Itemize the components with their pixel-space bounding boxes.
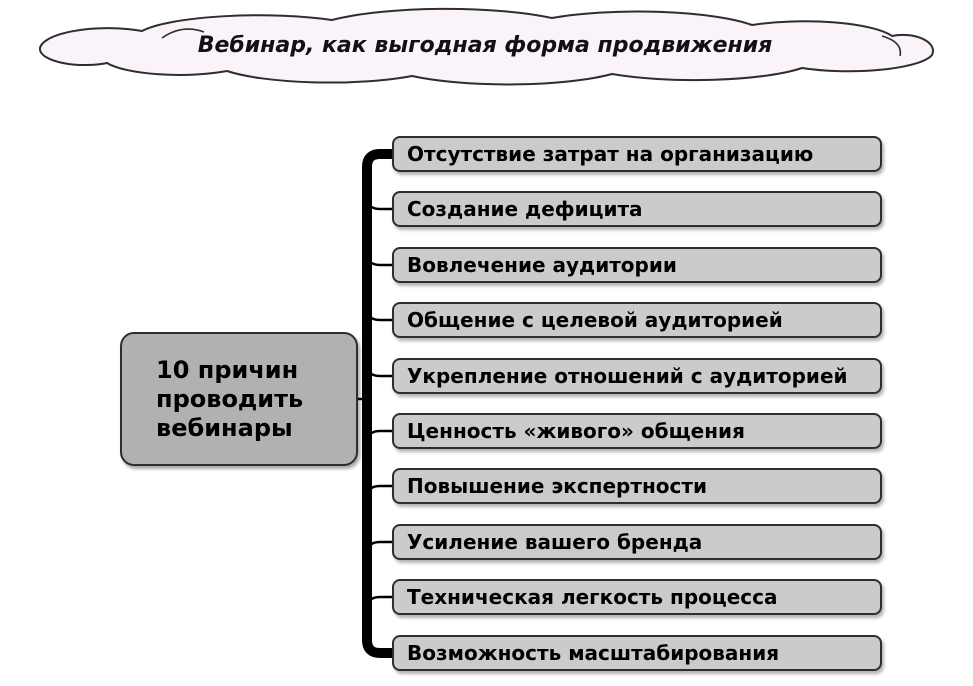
cloud-notch-left xyxy=(161,28,205,39)
cloud-notch-right xyxy=(881,35,902,57)
connector-path xyxy=(365,252,395,267)
branch-node: Отсутствие затрат на организацию xyxy=(392,136,882,172)
connector-path xyxy=(365,196,395,211)
branch-node: Вовлечение аудитории xyxy=(392,247,882,283)
branch-node: Повышение экспертности xyxy=(392,468,882,504)
hub-node: 10 причин проводить вебинары xyxy=(120,332,358,466)
connector-path xyxy=(365,484,395,499)
connector-path xyxy=(362,149,395,658)
branch-node: Создание дефицита xyxy=(392,191,882,227)
diagram-title: Вебинар, как выгодная форма продвижения xyxy=(197,33,773,58)
connector-path xyxy=(365,595,395,610)
branch-node: Усиление вашего бренда xyxy=(392,524,882,560)
branch-node: Общение с целевой аудиторией xyxy=(392,302,882,338)
branch-node: Техническая легкость процесса xyxy=(392,579,882,615)
connector-path xyxy=(365,363,395,378)
hub-label: 10 причин проводить вебинары xyxy=(156,355,304,442)
connector-path xyxy=(365,540,395,555)
cloud-shape xyxy=(38,7,934,86)
connector-path xyxy=(365,307,395,322)
connector-path xyxy=(365,429,395,444)
branch-node: Возможность масштабирования xyxy=(392,635,882,671)
branch-node: Ценность «живого» общения xyxy=(392,413,882,449)
branch-node: Укрепление отношений с аудиторией xyxy=(392,358,882,394)
cloud-outline xyxy=(38,7,934,86)
